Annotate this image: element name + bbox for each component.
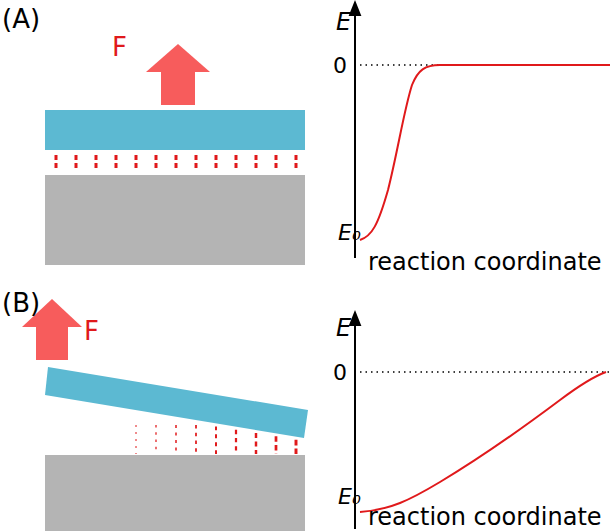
bond-line: [275, 155, 278, 170]
axis-label: E: [336, 316, 351, 340]
bond-line: [295, 155, 298, 170]
axis-title: reaction coordinate: [368, 505, 602, 529]
bond-line: [215, 155, 218, 170]
bond-line: [295, 440, 298, 454]
bond-line: [255, 155, 258, 170]
energy-min-label: E₀: [338, 222, 361, 244]
bond-line: [195, 425, 197, 454]
zero-label: 0: [333, 55, 347, 77]
bond-line: [135, 155, 138, 170]
bond-line: [215, 426, 217, 454]
bond-line: [155, 155, 158, 170]
bond-line: [255, 433, 257, 454]
force-label: F: [112, 34, 127, 60]
bond-line: [195, 155, 198, 170]
bond-lines: [56, 155, 296, 170]
zero-label: 0: [333, 362, 347, 384]
energy-min-label: E₀: [338, 486, 361, 508]
bond-line: [175, 425, 176, 454]
upper-block: [45, 110, 305, 150]
bond-lines: [136, 425, 296, 454]
energy-curve: [360, 65, 610, 240]
axis-title: reaction coordinate: [368, 250, 602, 274]
force-label: F: [84, 318, 99, 344]
bond-line: [155, 425, 156, 454]
bond-line: [115, 155, 118, 170]
bond-line: [235, 155, 238, 170]
axis-label: E: [336, 10, 351, 34]
bond-line: [136, 425, 137, 454]
panel-label: (B): [2, 290, 40, 316]
energy-axis: [354, 8, 356, 258]
panel-label: (A): [2, 6, 40, 32]
force-arrow: [146, 44, 210, 105]
bond-line: [55, 155, 58, 170]
lower-block: [45, 175, 305, 265]
bond-line: [235, 430, 237, 454]
bond-line: [175, 155, 178, 170]
bond-line: [95, 155, 98, 170]
bond-line: [75, 155, 78, 170]
lower-block: [45, 455, 305, 531]
bond-line: [275, 436, 278, 454]
energy-curve: [360, 372, 606, 512]
zero-line: [360, 371, 612, 373]
